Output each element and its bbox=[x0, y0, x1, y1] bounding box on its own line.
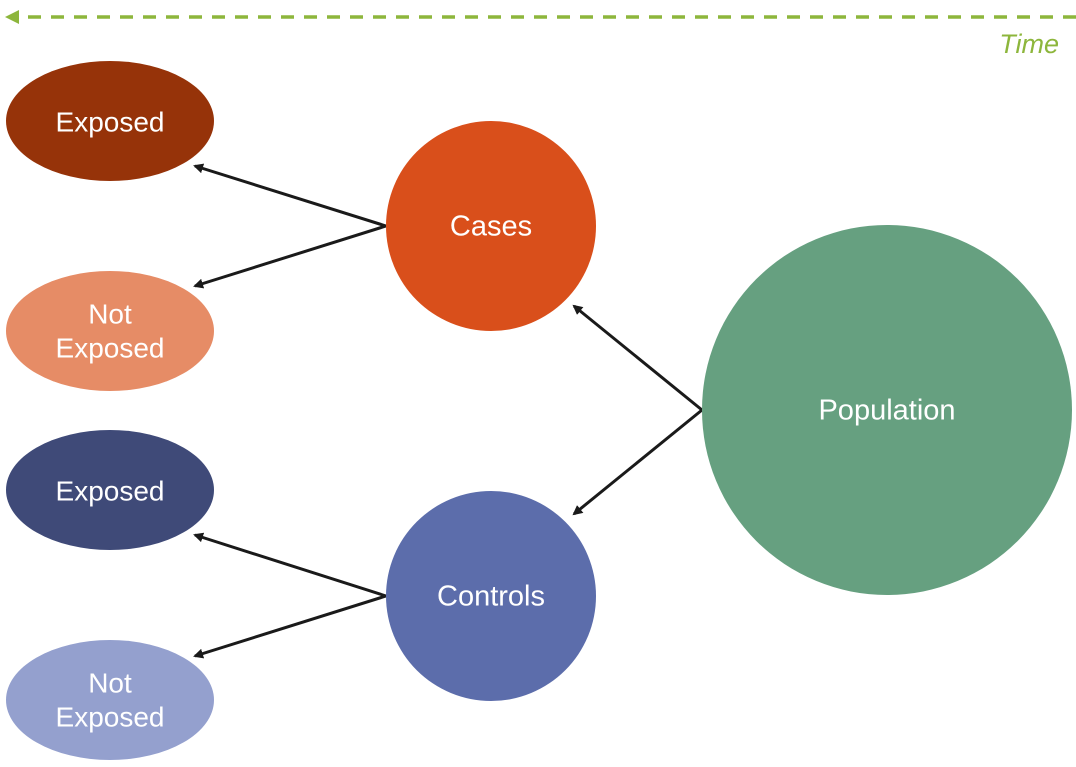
arrow-population-to-cases bbox=[572, 304, 703, 412]
controls-not-exposed-label-line1: Not bbox=[88, 667, 132, 698]
arrow-cases-to-not-exposed bbox=[193, 224, 387, 289]
cases-label: Cases bbox=[450, 211, 532, 243]
controls-not-exposed-node: Not Exposed bbox=[6, 640, 214, 760]
cases-not-exposed-label-line1: Not bbox=[88, 298, 132, 329]
controls-exposed-ellipse bbox=[6, 430, 214, 550]
cases-not-exposed-node: Not Exposed bbox=[6, 271, 214, 391]
controls-not-exposed-ellipse bbox=[6, 640, 214, 760]
cases-exposed-node: Exposed bbox=[6, 61, 214, 181]
cases-exposed-label: Exposed bbox=[56, 106, 165, 137]
connector-arrows bbox=[193, 163, 703, 659]
arrow-controls-to-not-exposed bbox=[193, 594, 387, 659]
population-node: Population bbox=[702, 225, 1072, 595]
controls-label: Controls bbox=[437, 581, 545, 613]
controls-circle bbox=[386, 491, 596, 701]
population-label: Population bbox=[818, 395, 955, 427]
population-circle bbox=[702, 225, 1072, 595]
cases-circle bbox=[386, 121, 596, 331]
controls-exposed-label: Exposed bbox=[56, 475, 165, 506]
time-label: Time bbox=[999, 29, 1059, 59]
time-arrowhead bbox=[5, 10, 19, 24]
cases-exposed-ellipse bbox=[6, 61, 214, 181]
cases-not-exposed-label-line2: Exposed bbox=[56, 332, 165, 363]
controls-not-exposed-label-line2: Exposed bbox=[56, 701, 165, 732]
controls-exposed-node: Exposed bbox=[6, 430, 214, 550]
arrow-controls-to-exposed bbox=[193, 532, 387, 598]
controls-node: Controls bbox=[386, 491, 596, 701]
arrow-population-to-controls bbox=[572, 408, 703, 516]
arrow-cases-to-exposed bbox=[193, 163, 387, 228]
cases-node: Cases bbox=[386, 121, 596, 331]
cases-not-exposed-ellipse bbox=[6, 271, 214, 391]
